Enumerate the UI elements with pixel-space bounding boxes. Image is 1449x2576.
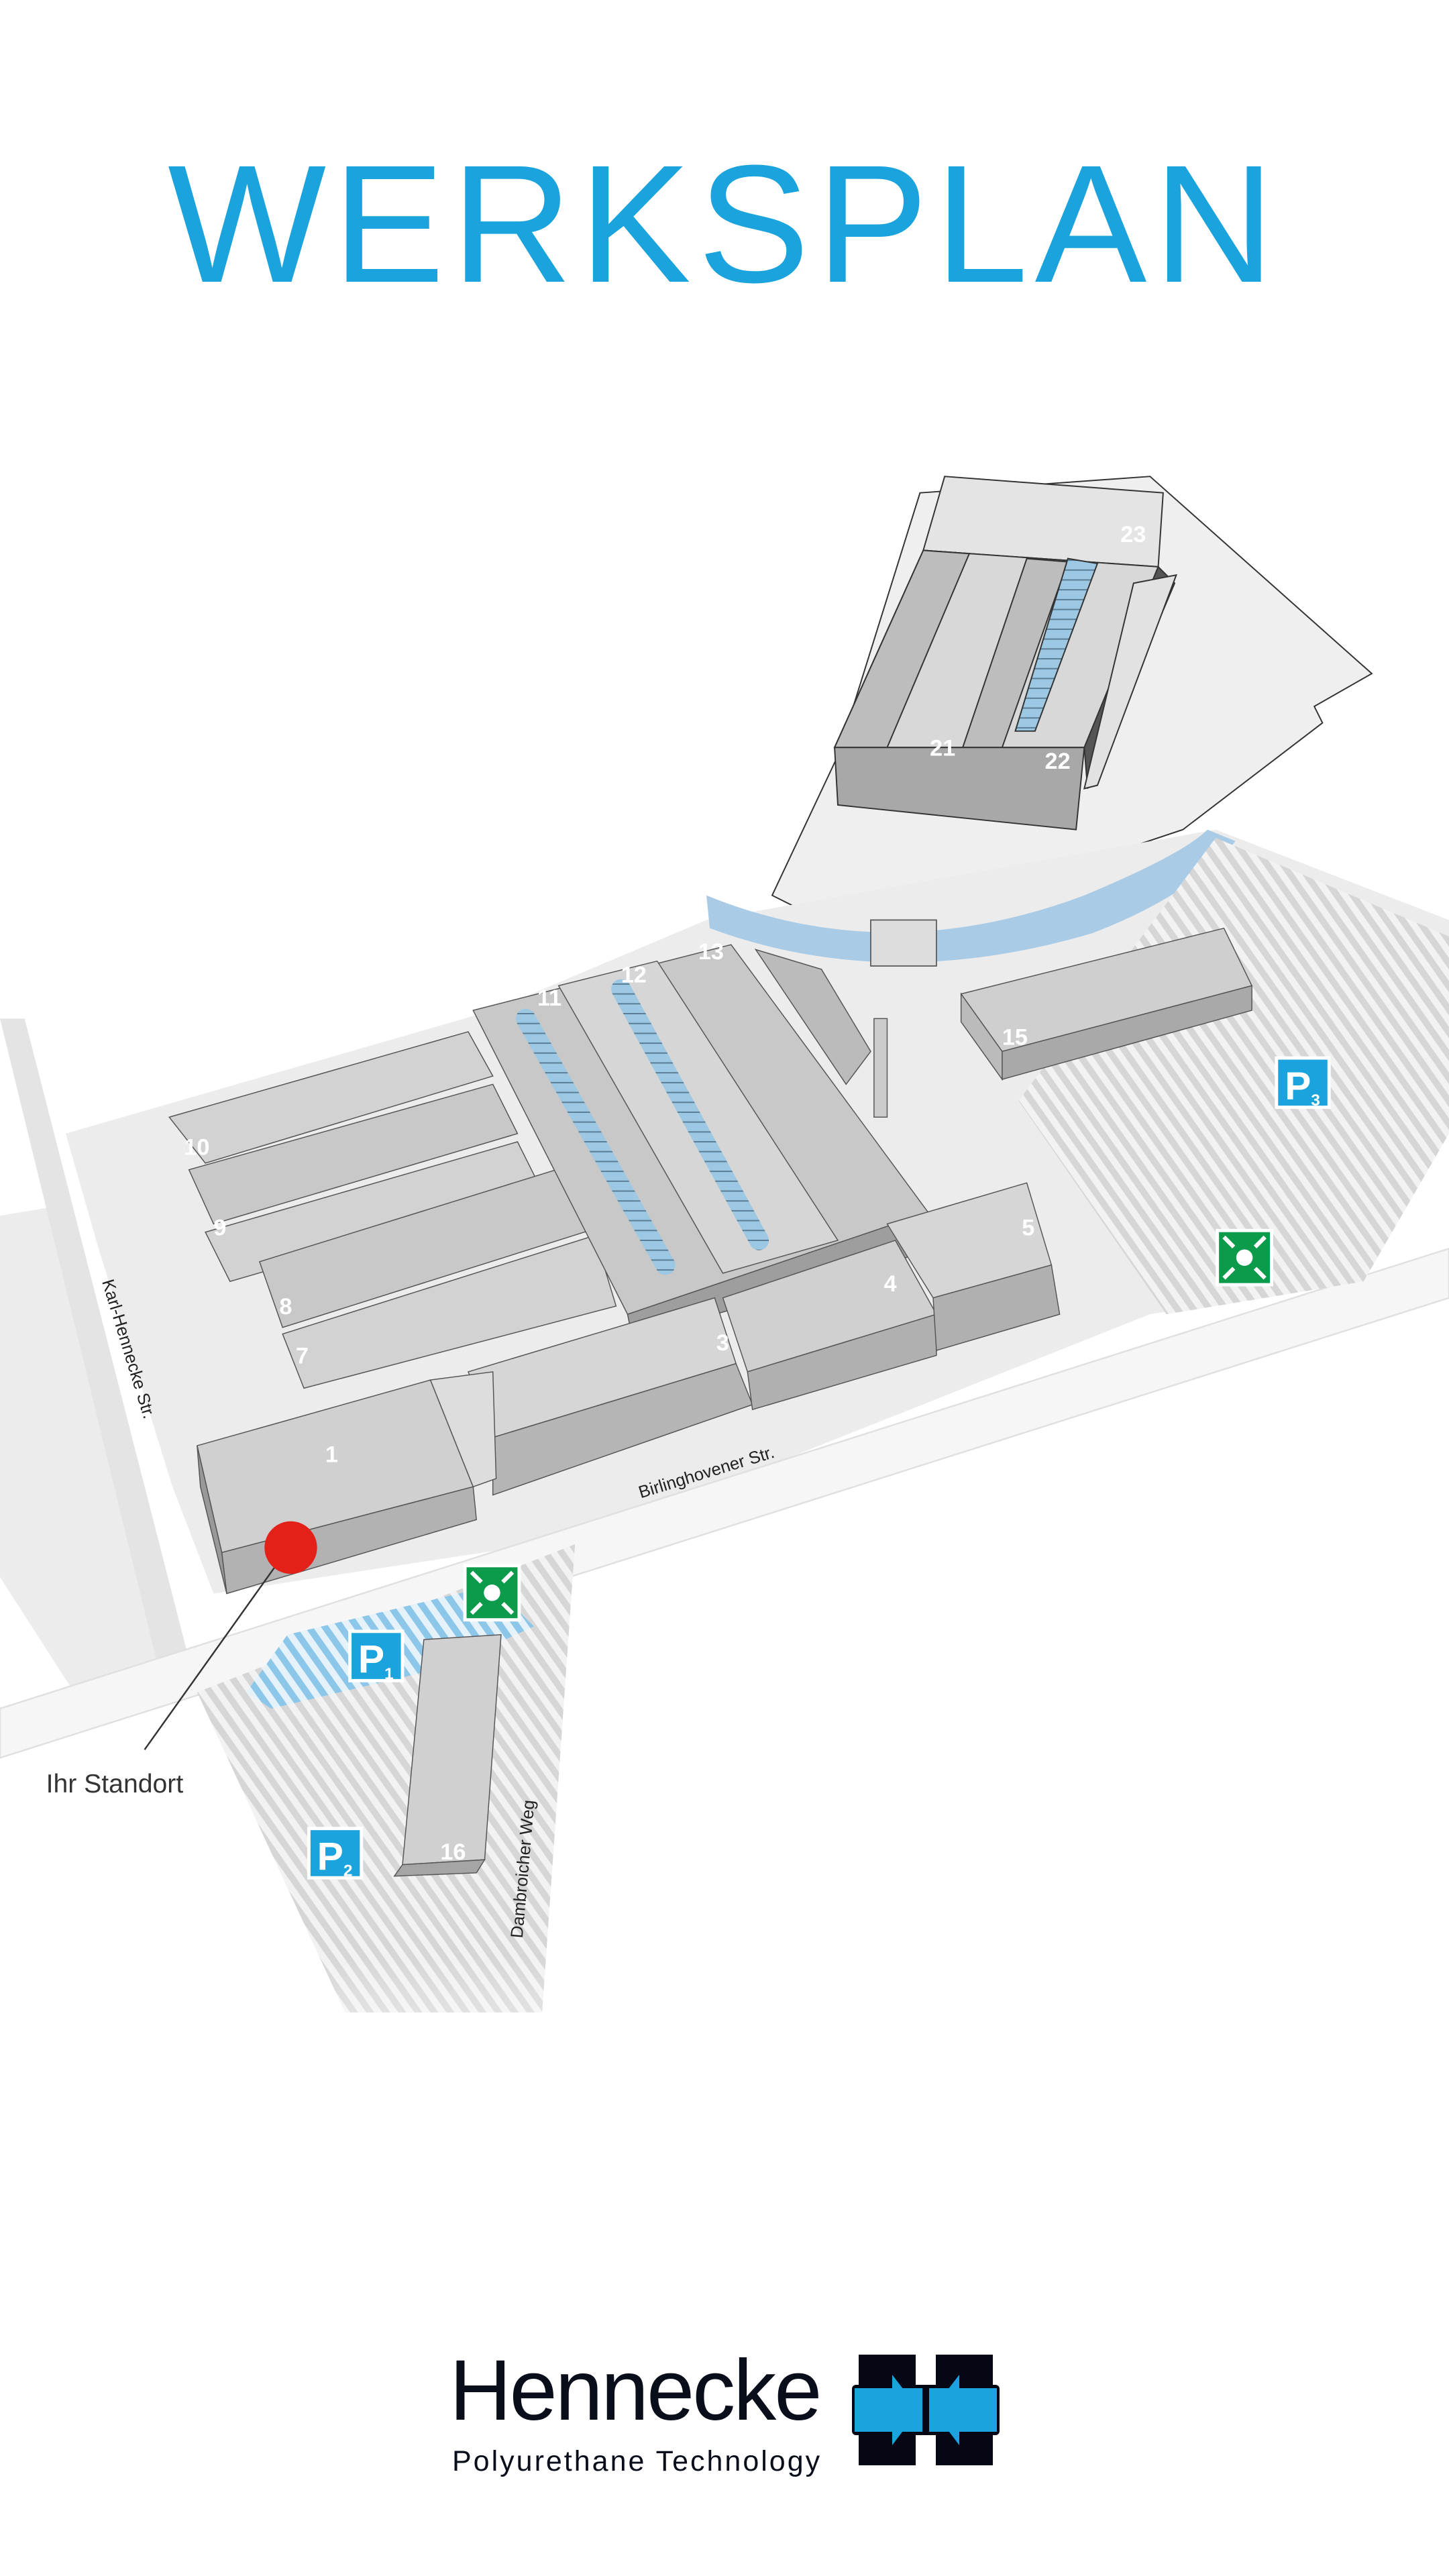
building-label-16: 16 [440, 1839, 466, 1865]
parking-sign-p1: P 1 [348, 1629, 405, 1683]
building-label-8: 8 [279, 1294, 292, 1320]
building-label-23: 23 [1120, 522, 1146, 547]
hennecke-logo: Hennecke Polyurethane Technology [449, 2348, 1006, 2482]
skylight-12 [611, 979, 769, 1250]
svg-text:1: 1 [384, 1665, 394, 1683]
logo-tagline: Polyurethane Technology [452, 2445, 822, 2477]
building-label-13: 13 [698, 939, 724, 965]
water-channel [706, 829, 1236, 963]
building-strips-7-10 [168, 1031, 617, 1389]
building-label-5: 5 [1022, 1216, 1034, 1241]
building-label-11: 11 [537, 985, 561, 1011]
logo-brand: Hennecke [449, 2343, 822, 2438]
parking-area-p3 [1018, 837, 1449, 1315]
svg-text:3: 3 [1311, 1091, 1320, 1110]
svg-text:P: P [1285, 1064, 1311, 1108]
skylight-11 [515, 1008, 676, 1275]
page-title: WERKSPLAN [168, 130, 1281, 317]
parking-sign-p2: P 2 [307, 1827, 364, 1880]
building-label-7: 7 [296, 1344, 309, 1369]
you-are-here-label: Ihr Standort [46, 1770, 184, 1799]
svg-text:P: P [317, 1835, 343, 1878]
building-21-23 [833, 476, 1178, 830]
you-are-here-marker [264, 1521, 317, 1574]
logo-mark-icon [852, 2355, 1000, 2465]
location-pointer-line [144, 1560, 280, 1750]
parking-sign-p3: P 3 [1275, 1056, 1331, 1110]
bridge [870, 919, 937, 967]
building-label-4: 4 [884, 1271, 897, 1297]
building-label-10: 10 [184, 1135, 209, 1161]
building-label-3: 3 [716, 1330, 729, 1356]
building-label-22: 22 [1045, 749, 1071, 774]
building-3 [467, 1240, 938, 1496]
building-label-9: 9 [213, 1216, 226, 1241]
building-label-21: 21 [930, 736, 955, 761]
assembly-point-icon [1216, 1228, 1273, 1287]
svg-text:2: 2 [343, 1862, 353, 1880]
building-4-5 [886, 1182, 1061, 1352]
building-label-15: 15 [1002, 1025, 1028, 1051]
assembly-point-icon [463, 1564, 521, 1622]
building-16 [393, 1633, 502, 1877]
building-label-1: 1 [325, 1442, 338, 1468]
svg-text:P: P [358, 1638, 384, 1681]
building-label-12: 12 [621, 962, 647, 987]
building-15 [960, 927, 1253, 1081]
